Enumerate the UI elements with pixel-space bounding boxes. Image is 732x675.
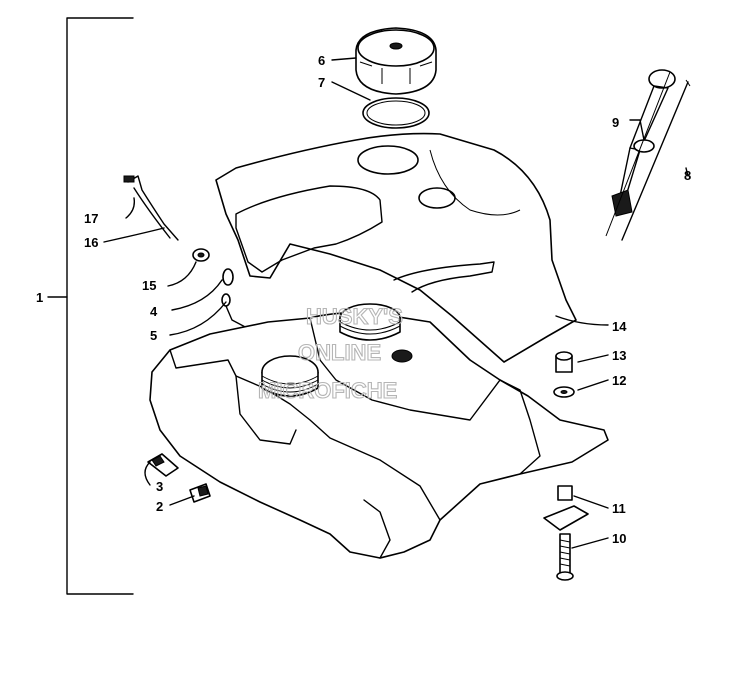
mount-nut [557,485,573,501]
callout-10: 10 [612,531,626,546]
callout-2: 2 [156,499,163,514]
callout-labels: 1 2 3 4 5 6 7 8 9 10 11 12 13 14 15 16 1… [36,53,691,546]
grommet [192,248,210,262]
mount-bushing [555,351,573,373]
sender-opening [339,303,413,363]
watermark: HUSKY'S ONLINE MICROFICHE [257,303,403,403]
fuel-gauge-sender [605,69,691,241]
mount-washer [553,386,575,398]
callout-3: 3 [156,479,163,494]
cap-gasket [362,97,430,129]
callout-9: 9 [612,115,619,130]
callout-7: 7 [318,75,325,90]
callout-5: 5 [150,328,157,343]
callout-15: 15 [142,278,156,293]
fuel-cap [355,27,437,95]
watermark-line-3: MICROFICHE [258,378,397,403]
watermark-line-2: ONLINE [298,340,381,365]
callout-6: 6 [318,53,325,68]
drain-plug [189,483,211,503]
callout-14: 14 [612,319,627,334]
mount-plate [543,505,589,531]
watermark-line-1: HUSKY'S [306,304,403,329]
fitting [221,268,271,341]
callout-12: 12 [612,373,626,388]
callout-17: 17 [84,211,98,226]
clip [147,453,179,477]
callout-4: 4 [150,304,158,319]
callout-11: 11 [612,501,626,516]
callout-16: 16 [84,235,98,250]
callout-1: 1 [36,290,43,305]
tank-cover [215,132,577,363]
leader-lines [103,57,689,549]
filler-neck [261,355,319,397]
callout-13: 13 [612,348,626,363]
vent-hose [123,175,179,241]
callout-8: 8 [684,168,691,183]
assembly-bracket [47,17,134,595]
mount-bolt [556,533,574,581]
